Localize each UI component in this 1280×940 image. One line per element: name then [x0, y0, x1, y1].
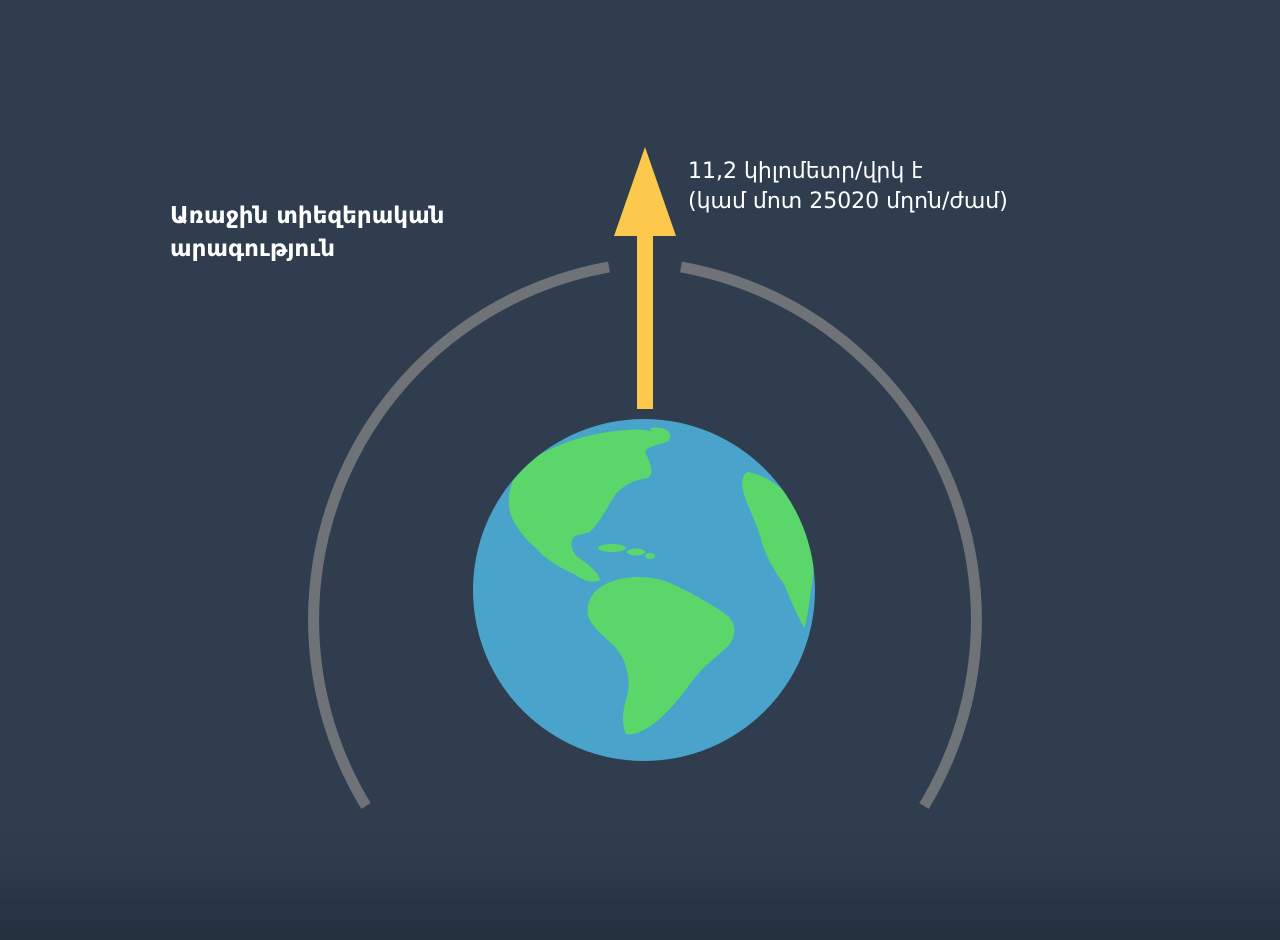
orbit-arc-right [680, 261, 982, 809]
bottom-shade [0, 870, 1280, 940]
title-line-2: արագություն [170, 236, 335, 262]
speed-line-2: (կամ մոտ 25020 մղոն/ժամ) [688, 189, 1008, 214]
speed-annotation: 11,2 կիլոմետր/վրկ է (կամ մոտ 25020 մղոն/… [688, 157, 1108, 217]
escape-velocity-title: Առաջին տիեզերական արագություն [170, 200, 530, 266]
title-line-1: Առաջին տիեզերական [170, 203, 445, 229]
orbit-arc-left [308, 261, 610, 809]
arrow-up-icon [614, 147, 676, 409]
earth-globe-americas-icon [473, 419, 815, 761]
speed-line-1: 11,2 կիլոմետր/վրկ է [688, 159, 923, 184]
